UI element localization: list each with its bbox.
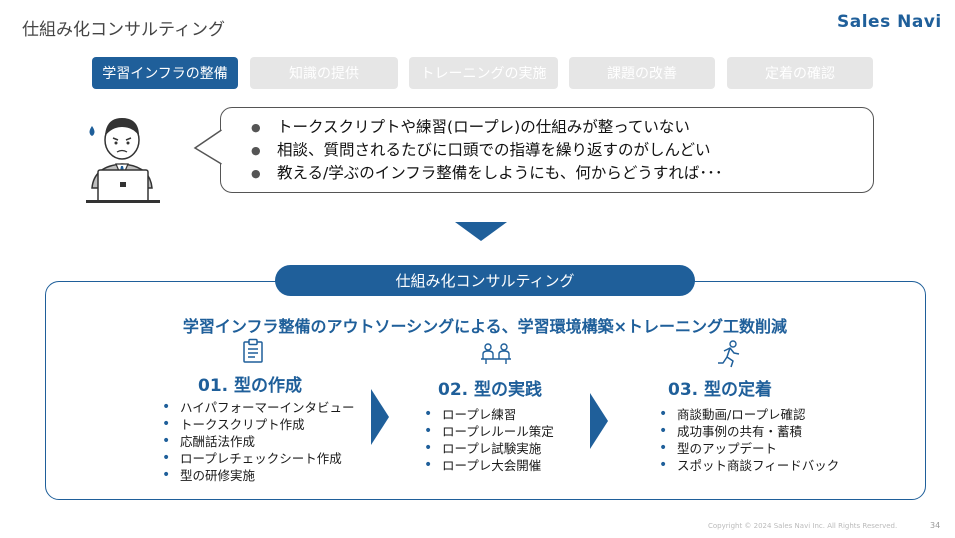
worried-person-icon xyxy=(86,118,160,203)
step-3-list: 商談動画/ロープレ確認 成功事例の共有・蓄積 型のアップデート スポット商談フィ… xyxy=(659,406,839,474)
page-number: 34 xyxy=(930,521,941,530)
list-item: 商談動画/ロープレ確認 xyxy=(659,406,839,423)
list-item: ロープレチェックシート作成 xyxy=(162,450,355,467)
problem-item: 相談、質問されるたびに口頭での指導を繰り返すのがしんどい xyxy=(221,139,873,162)
list-item: ハイパフォーマーインタビュー xyxy=(162,399,355,416)
list-item: スポット商談フィードバック xyxy=(659,457,839,474)
list-item: 型の研修実施 xyxy=(162,467,355,484)
list-item: 成功事例の共有・蓄積 xyxy=(659,423,839,440)
solution-title-pill: 仕組み化コンサルティング xyxy=(275,265,695,296)
problem-item: トークスクリプトや練習(ロープレ)の仕組みが整っていない xyxy=(221,116,873,139)
bubble-tail xyxy=(193,129,223,165)
list-item: 応酬話法作成 xyxy=(162,433,355,450)
tab-retention-check[interactable]: 定着の確認 xyxy=(727,57,873,89)
running-icon xyxy=(718,340,740,368)
list-item: ロープレ試験実施 xyxy=(424,440,554,457)
solution-headline: 学習インフラ整備のアウトソーシングによる、学習環境構築×トレーニング工数削減 xyxy=(182,317,788,336)
chevron-right-icon xyxy=(590,393,608,449)
list-item: 型のアップデート xyxy=(659,440,839,457)
list-item: ロープレ練習 xyxy=(424,406,554,423)
tab-issue-improvement[interactable]: 課題の改善 xyxy=(569,57,715,89)
step-1-title: 01. 型の作成 xyxy=(198,376,303,396)
step-3-title: 03. 型の定着 xyxy=(668,380,773,400)
step-2-list: ロープレ練習 ロープレルール策定 ロープレ試験実施 ロープレ大会開催 xyxy=(424,406,554,474)
copyright: Copyright © 2024 Sales Navi Inc. All Rig… xyxy=(708,522,898,530)
step-2-title: 02. 型の実践 xyxy=(438,380,543,400)
tab-training[interactable]: トレーニングの実施 xyxy=(409,57,558,89)
problem-item: 教える/学ぶのインフラ整備をしようにも、何からどうすれば･･･ xyxy=(221,162,873,185)
tab-knowledge[interactable]: 知識の提供 xyxy=(250,57,398,89)
tab-learning-infra[interactable]: 学習インフラの整備 xyxy=(92,57,238,89)
list-item: ロープレルール策定 xyxy=(424,423,554,440)
page-title: 仕組み化コンサルティング xyxy=(22,20,225,40)
down-arrow-icon xyxy=(455,222,507,241)
list-item: トークスクリプト作成 xyxy=(162,416,355,433)
clipboard-icon xyxy=(243,338,263,363)
step-1-list: ハイパフォーマーインタビュー トークスクリプト作成 応酬話法作成 ロープレチェッ… xyxy=(162,399,355,484)
meeting-icon xyxy=(481,343,511,364)
list-item: ロープレ大会開催 xyxy=(424,457,554,474)
chevron-right-icon xyxy=(371,389,389,445)
logo: Sales Navi xyxy=(837,12,942,32)
problem-bubble: トークスクリプトや練習(ロープレ)の仕組みが整っていない 相談、質問されるたびに… xyxy=(220,107,874,193)
